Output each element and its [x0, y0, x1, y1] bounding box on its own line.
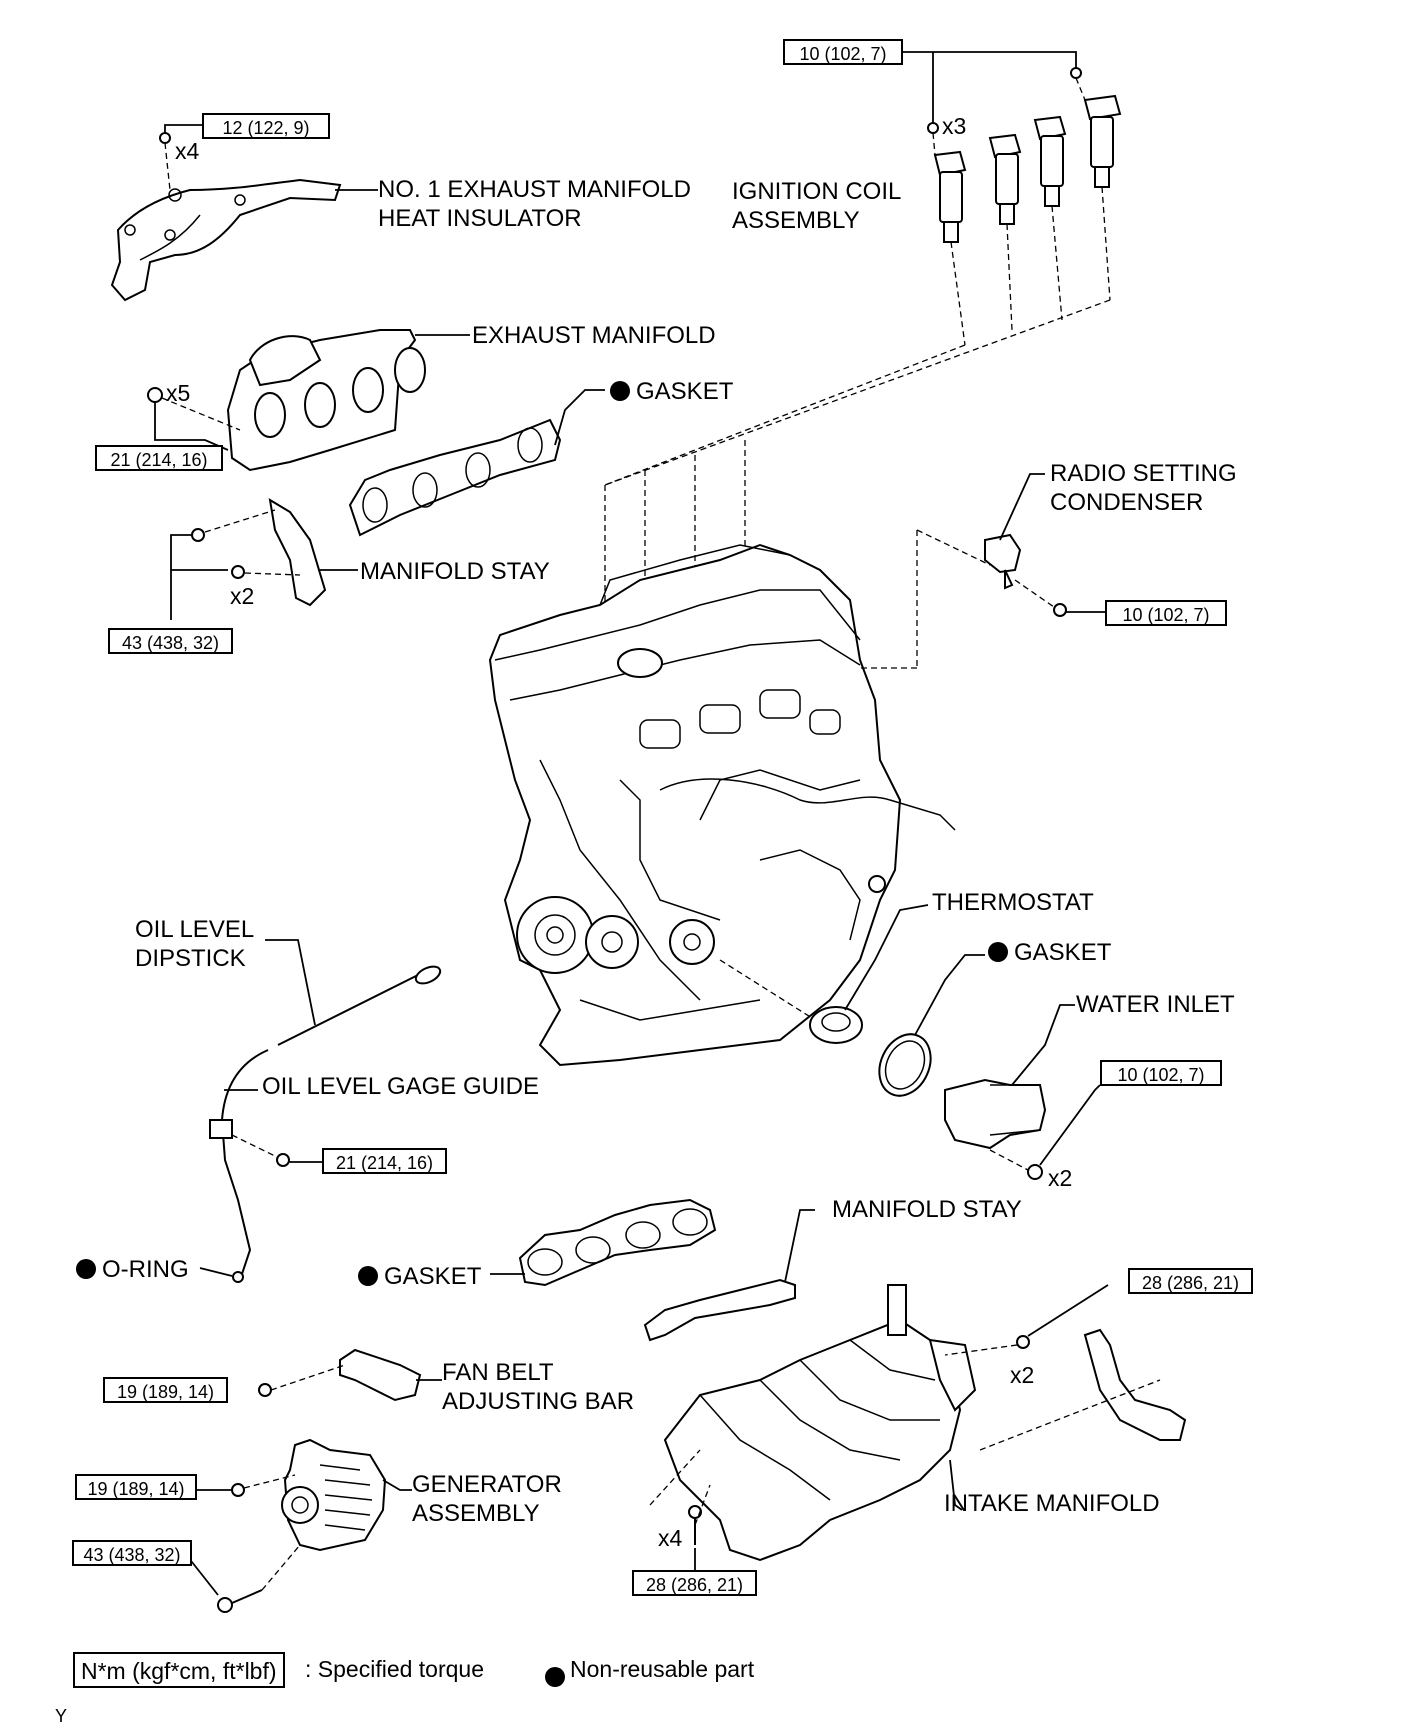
- qty-exhaust-nuts: x5: [166, 380, 191, 406]
- intake-manifold-part: [649, 1284, 1187, 1570]
- label-o-ring: O-RING: [76, 1255, 189, 1284]
- ignition-coil-2: [988, 133, 1022, 225]
- coil-bolt-icon: [927, 122, 939, 134]
- nonreusable-dot-icon: [545, 1667, 565, 1687]
- qty-ignition-coil-bolts: x3: [942, 113, 967, 139]
- coil-bolt-icon: [1070, 67, 1082, 79]
- legend-nonreusable-text: Non-reusable part: [570, 1656, 755, 1682]
- label-thermostat: THERMOSTAT: [932, 889, 1094, 916]
- nonreusable-dot-icon: [76, 1259, 96, 1279]
- intake-gasket-part: [490, 1198, 717, 1287]
- qty-heat-insulator-bolts: x4: [175, 138, 200, 164]
- label-exhaust-manifold: EXHAUST MANIFOLD: [472, 322, 716, 349]
- legend-torque-unit: N*m (kgf*cm, ft*lbf): [73, 1652, 285, 1688]
- qty-stay-bolts: x2: [230, 583, 255, 609]
- oil-level-gage-guide-part: [199, 1049, 322, 1283]
- insulator-bolt-icon: [159, 132, 171, 144]
- qty-water-inlet-nuts: x2: [1048, 1165, 1073, 1191]
- torque-generator-lower: 43 (438, 32): [72, 1540, 192, 1566]
- thermostat-gasket-part: [878, 954, 985, 1097]
- qty-intake-left-bolts: x4: [658, 1525, 683, 1551]
- gage-guide-bolt-icon: [276, 1153, 290, 1167]
- exhaust-nut-icon: [147, 387, 163, 403]
- oil-level-dipstick-part: [265, 939, 442, 1046]
- water-inlet-part: [944, 1004, 1101, 1180]
- ignition-coil-4: [1083, 94, 1122, 188]
- exhaust-gasket-part: [348, 389, 605, 537]
- label-oil-gage-guide: OIL LEVEL GAGE GUIDE: [262, 1073, 539, 1100]
- generator-lower-bolt-icon: [217, 1597, 233, 1613]
- condenser-bolt-icon: [1053, 603, 1067, 617]
- torque-intake-left: 28 (286, 21): [632, 1570, 757, 1596]
- ignition-coil-assembly: [604, 51, 1122, 610]
- intake-right-nut-icon: [1016, 1335, 1030, 1349]
- label-gasket-exhaust: GASKET: [610, 377, 733, 406]
- radio-condenser-part: [984, 473, 1105, 617]
- nonreusable-dot-icon: [610, 381, 630, 401]
- stay-bolt-icon: [231, 565, 245, 579]
- generator-part: [187, 1438, 412, 1613]
- label-gasket-intake: GASKET: [358, 1262, 481, 1291]
- torque-fan-belt-bar: 19 (189, 14): [103, 1377, 228, 1403]
- torque-ignition-coil: 10 (102, 7): [783, 39, 903, 65]
- torque-water-inlet: 10 (102, 7): [1100, 1060, 1222, 1086]
- legend-torque-text: : Specified torque: [305, 1656, 485, 1682]
- ignition-coil-3: [1033, 115, 1067, 207]
- fan-bar-bolt-icon: [258, 1383, 272, 1397]
- manifold-stay-upper-part: [170, 498, 358, 620]
- torque-gage-guide: 21 (214, 16): [322, 1148, 447, 1174]
- thermostat-part: [719, 904, 929, 1044]
- manifold-stay-lower-part: [643, 1209, 815, 1342]
- qty-intake-right-nuts: x2: [1010, 1362, 1035, 1388]
- exhaust-manifold-part: [147, 329, 470, 472]
- heat-insulator-part: [110, 124, 378, 302]
- label-manifold-stay-upper: MANIFOLD STAY: [360, 558, 550, 585]
- label-intake-manifold: INTAKE MANIFOLD: [944, 1490, 1160, 1517]
- label-manifold-stay-lower: MANIFOLD STAY: [832, 1196, 1022, 1223]
- generator-upper-bolt-icon: [231, 1483, 245, 1497]
- label-water-inlet: WATER INLET: [1076, 991, 1235, 1018]
- torque-intake-right: 28 (286, 21): [1128, 1268, 1253, 1294]
- water-inlet-nut-icon: [1027, 1164, 1043, 1180]
- corner-mark: Y: [55, 1706, 68, 1726]
- ignition-coil-1: [933, 150, 967, 243]
- torque-exhaust-manifold: 21 (214, 16): [95, 445, 223, 471]
- torque-radio-condenser: 10 (102, 7): [1105, 600, 1227, 626]
- torque-manifold-stay: 43 (438, 32): [108, 628, 233, 654]
- nonreusable-dot-icon: [988, 942, 1008, 962]
- torque-heat-insulator: 12 (122, 9): [202, 113, 330, 139]
- fan-belt-adjusting-bar-part: [258, 1348, 442, 1402]
- stay-bolt-icon: [191, 528, 205, 542]
- engine-block: [488, 529, 991, 1067]
- torque-generator-upper: 19 (189, 14): [75, 1474, 197, 1500]
- label-gasket-thermostat: GASKET: [988, 938, 1111, 967]
- nonreusable-dot-icon: [358, 1266, 378, 1286]
